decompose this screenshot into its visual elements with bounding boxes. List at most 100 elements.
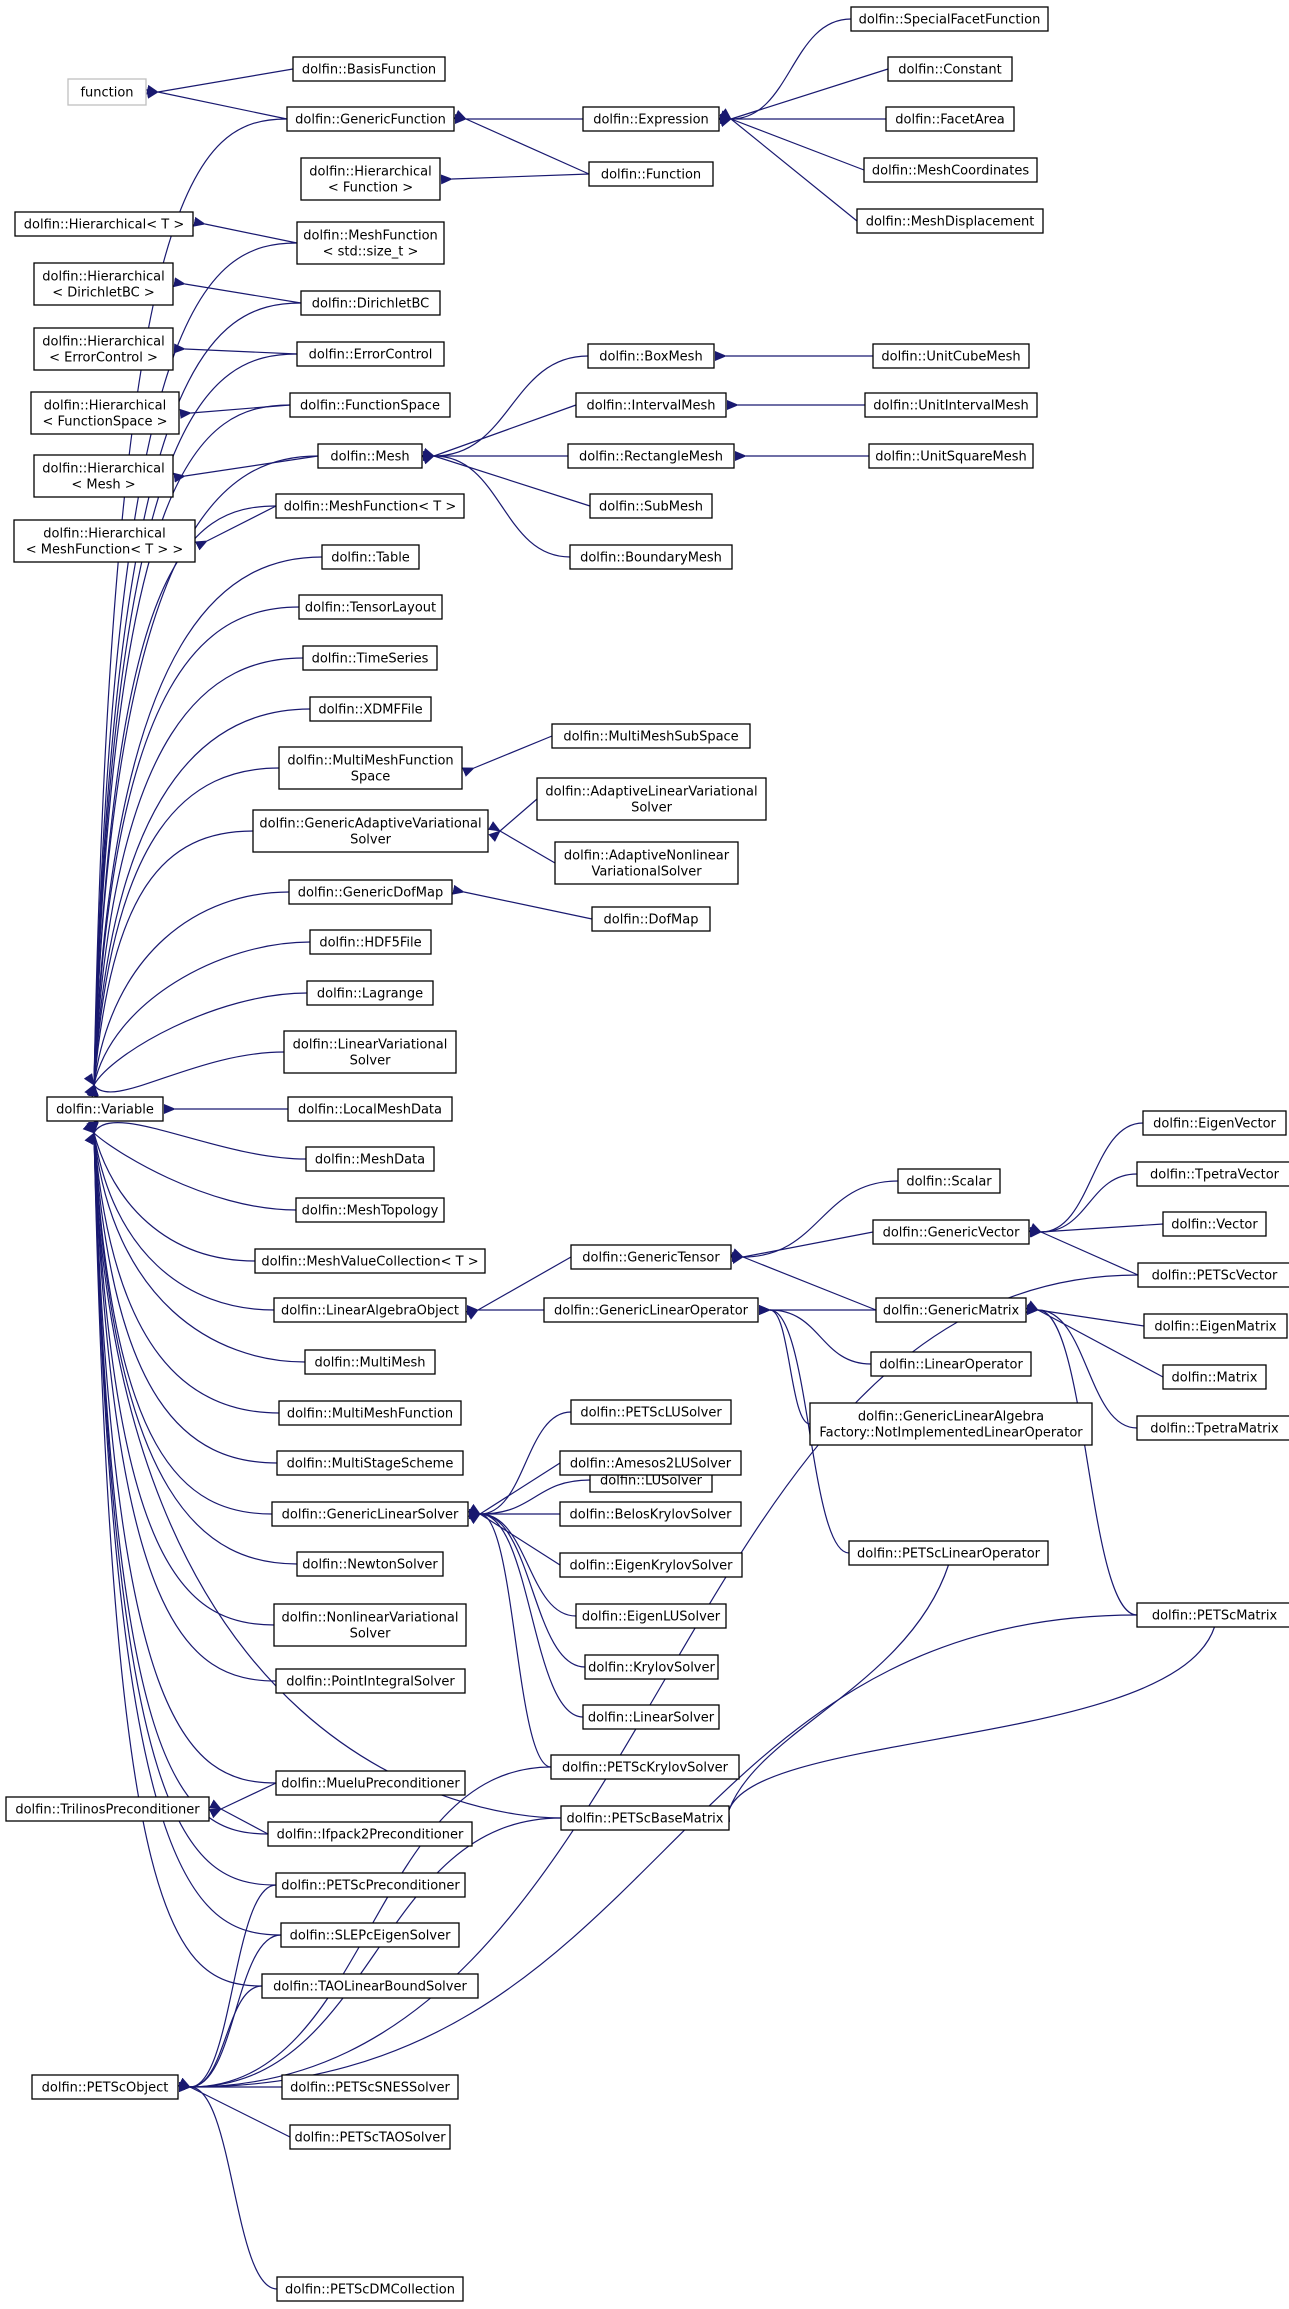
class-node-hier_functionspace[interactable]: dolfin::Hierarchical< FunctionSpace >: [30, 391, 180, 435]
class-node-petscbasematrix[interactable]: dolfin::PETScBaseMatrix: [560, 1805, 730, 1831]
class-node-function[interactable]: function: [67, 78, 147, 106]
class-node-genericlinearoperator[interactable]: dolfin::GenericLinearOperator: [543, 1297, 759, 1323]
class-node-meshdisplacement[interactable]: dolfin::MeshDisplacement: [856, 208, 1044, 234]
class-node-table[interactable]: dolfin::Table: [321, 544, 420, 570]
class-node-krylovsolver[interactable]: dolfin::KrylovSolver: [584, 1654, 719, 1680]
class-node-eigenvector[interactable]: dolfin::EigenVector: [1142, 1110, 1287, 1136]
class-node-unitsquaremesh[interactable]: dolfin::UnitSquareMesh: [868, 443, 1034, 469]
class-node-meshdata[interactable]: dolfin::MeshData: [305, 1146, 435, 1172]
class-node-matrix[interactable]: dolfin::Matrix: [1162, 1364, 1267, 1390]
class-node-multimeshsubspace[interactable]: dolfin::MultiMeshSubSpace: [551, 723, 751, 749]
class-node-notimplementedlinearoperator[interactable]: dolfin::GenericLinearAlgebraFactory::Not…: [809, 1402, 1093, 1446]
class-node-ifpack2preconditioner[interactable]: dolfin::Ifpack2Preconditioner: [267, 1821, 473, 1847]
class-node-functionspace[interactable]: dolfin::FunctionSpace: [289, 392, 451, 418]
class-node-newtonsolver[interactable]: dolfin::NewtonSolver: [296, 1551, 444, 1577]
class-node-multistagescheme[interactable]: dolfin::MultiStageScheme: [276, 1450, 464, 1476]
class-node-mesh[interactable]: dolfin::Mesh: [317, 443, 423, 469]
class-node-genericmatrix[interactable]: dolfin::GenericMatrix: [875, 1297, 1027, 1323]
class-node-tpetramatrix[interactable]: dolfin::TpetraMatrix: [1136, 1415, 1289, 1441]
class-node-eigenlusolver[interactable]: dolfin::EigenLUSolver: [575, 1603, 727, 1629]
class-node-eigenmatrix[interactable]: dolfin::EigenMatrix: [1143, 1313, 1288, 1339]
class-node-hier_function[interactable]: dolfin::Hierarchical< Function >: [300, 157, 441, 201]
class-node-constant[interactable]: dolfin::Constant: [887, 56, 1013, 82]
class-node-petsclusolver[interactable]: dolfin::PETScLUSolver: [570, 1399, 732, 1425]
class-node-dofmap[interactable]: dolfin::DofMap: [591, 906, 711, 932]
class-node-facetarea[interactable]: dolfin::FacetArea: [885, 106, 1015, 132]
class-node-genericdofmap[interactable]: dolfin::GenericDofMap: [288, 879, 453, 905]
class-node-tpetravector[interactable]: dolfin::TpetraVector: [1136, 1161, 1289, 1187]
class-node-petscobject[interactable]: dolfin::PETScObject: [31, 2074, 179, 2100]
class-node-petscmatrix[interactable]: dolfin::PETScMatrix: [1136, 1602, 1289, 1628]
class-node-petscpreconditioner[interactable]: dolfin::PETScPreconditioner: [275, 1872, 466, 1898]
class-box: [582, 1704, 720, 1730]
class-node-hier_t[interactable]: dolfin::Hierarchical< T >: [14, 211, 194, 237]
class-node-boundarymesh[interactable]: dolfin::BoundaryMesh: [569, 544, 733, 570]
class-node-linearsolver[interactable]: dolfin::LinearSolver: [582, 1704, 720, 1730]
class-node-unitintervalmesh[interactable]: dolfin::UnitIntervalMesh: [864, 392, 1038, 418]
class-node-linearoperator[interactable]: dolfin::LinearOperator: [870, 1351, 1032, 1377]
class-node-genericlinearsolver[interactable]: dolfin::GenericLinearSolver: [271, 1501, 469, 1527]
class-node-pointintegralsolver[interactable]: dolfin::PointIntegralSolver: [275, 1668, 466, 1694]
class-node-muelupreconditioner[interactable]: dolfin::MueluPreconditioner: [275, 1770, 466, 1796]
class-node-trilinospreconditioner[interactable]: dolfin::TrilinosPreconditioner: [5, 1796, 210, 1822]
class-node-function_cls[interactable]: dolfin::Function: [588, 161, 714, 187]
class-node-hier_mesh[interactable]: dolfin::Hierarchical< Mesh >: [33, 454, 174, 498]
class-node-xdmffile[interactable]: dolfin::XDMFFile: [309, 696, 432, 722]
class-node-submesh[interactable]: dolfin::SubMesh: [589, 493, 713, 519]
class-node-hier_meshfunction_t[interactable]: dolfin::Hierarchical< MeshFunction< T > …: [13, 519, 196, 563]
class-box: [278, 746, 463, 790]
class-node-petscdmcollection[interactable]: dolfin::PETScDMCollection: [276, 2276, 464, 2302]
class-node-petsckrylovsolver[interactable]: dolfin::PETScKrylovSolver: [550, 1754, 740, 1780]
class-node-dirichletbc[interactable]: dolfin::DirichletBC: [300, 290, 441, 316]
class-node-genericfunction[interactable]: dolfin::GenericFunction: [286, 106, 455, 132]
class-node-genericvector[interactable]: dolfin::GenericVector: [872, 1219, 1030, 1245]
class-node-genericTensor[interactable]: dolfin::GenericTensor: [570, 1244, 732, 1270]
class-node-multimeshfunction[interactable]: dolfin::MultiMeshFunction: [278, 1400, 462, 1426]
class-node-slepceigensolver[interactable]: dolfin::SLEPcEigenSolver: [280, 1922, 460, 1948]
class-node-timeseries[interactable]: dolfin::TimeSeries: [302, 645, 438, 671]
class-node-hier_dirichletbc[interactable]: dolfin::Hierarchical< DirichletBC >: [33, 262, 174, 306]
edge-pointintegralsolver-to-variable: [88, 1121, 277, 1682]
class-node-beloskrylovsolver[interactable]: dolfin::BelosKrylovSolver: [559, 1501, 742, 1527]
class-label: Factory::NotImplementedLinearOperator: [819, 1426, 1083, 1441]
class-node-meshcoordinates[interactable]: dolfin::MeshCoordinates: [863, 157, 1038, 183]
class-node-petsctaosolver[interactable]: dolfin::PETScTAOSolver: [289, 2124, 451, 2150]
class-label: dolfin::TAOLinearBoundSolver: [273, 1980, 467, 1995]
class-node-hier_errorcontrol[interactable]: dolfin::Hierarchical< ErrorControl >: [33, 327, 174, 371]
class-node-intervalmesh[interactable]: dolfin::IntervalMesh: [575, 392, 727, 418]
class-node-eigenkrylovsolver[interactable]: dolfin::EigenKrylovSolver: [559, 1552, 743, 1578]
class-node-meshfunction_size_t[interactable]: dolfin::MeshFunction< std::size_t >: [296, 221, 445, 265]
class-node-petscvector[interactable]: dolfin::PETScVector: [1137, 1262, 1289, 1288]
class-node-adaptivenonlinearvariationalsolver[interactable]: dolfin::AdaptiveNonlinearVariationalSolv…: [554, 841, 739, 885]
class-node-errorcontrol[interactable]: dolfin::ErrorControl: [296, 341, 445, 367]
class-node-petscsnessolver[interactable]: dolfin::PETScSNESSolver: [281, 2074, 459, 2100]
class-node-basisfunction[interactable]: dolfin::BasisFunction: [292, 56, 446, 82]
class-node-unitcubemesh[interactable]: dolfin::UnitCubeMesh: [872, 343, 1030, 369]
class-node-scalar[interactable]: dolfin::Scalar: [897, 1168, 1001, 1194]
class-node-meshfunction_t[interactable]: dolfin::MeshFunction< T >: [275, 493, 465, 519]
class-node-localmeshdata[interactable]: dolfin::LocalMeshData: [287, 1096, 453, 1122]
class-node-tensorlayout[interactable]: dolfin::TensorLayout: [298, 594, 443, 620]
class-box: [289, 392, 451, 418]
class-node-variable[interactable]: dolfin::Variable: [46, 1096, 164, 1122]
class-node-lagrange[interactable]: dolfin::Lagrange: [306, 980, 434, 1006]
class-node-meshvaluecollection[interactable]: dolfin::MeshValueCollection< T >: [254, 1248, 486, 1274]
class-node-specialfacetfunction[interactable]: dolfin::SpecialFacetFunction: [850, 6, 1049, 32]
class-node-meshtopology[interactable]: dolfin::MeshTopology: [295, 1197, 445, 1223]
class-node-multimesh[interactable]: dolfin::MultiMesh: [304, 1349, 436, 1375]
class-node-boxmesh[interactable]: dolfin::BoxMesh: [587, 343, 715, 369]
class-node-vector[interactable]: dolfin::Vector: [1162, 1211, 1267, 1237]
class-node-hdf5file[interactable]: dolfin::HDF5File: [309, 929, 432, 955]
class-node-taolinearboundsolver[interactable]: dolfin::TAOLinearBoundSolver: [261, 1973, 479, 1999]
class-node-amesos2lusolver[interactable]: dolfin::Amesos2LUSolver: [559, 1450, 742, 1476]
class-node-petsclinearoperator[interactable]: dolfin::PETScLinearOperator: [848, 1540, 1049, 1566]
class-node-expression[interactable]: dolfin::Expression: [582, 106, 720, 132]
class-node-rectanglemesh[interactable]: dolfin::RectangleMesh: [567, 443, 735, 469]
edge-petscpreconditioner-to-petscobject: [178, 1884, 277, 2093]
class-node-linearalgebraobject[interactable]: dolfin::LinearAlgebraObject: [273, 1297, 467, 1323]
